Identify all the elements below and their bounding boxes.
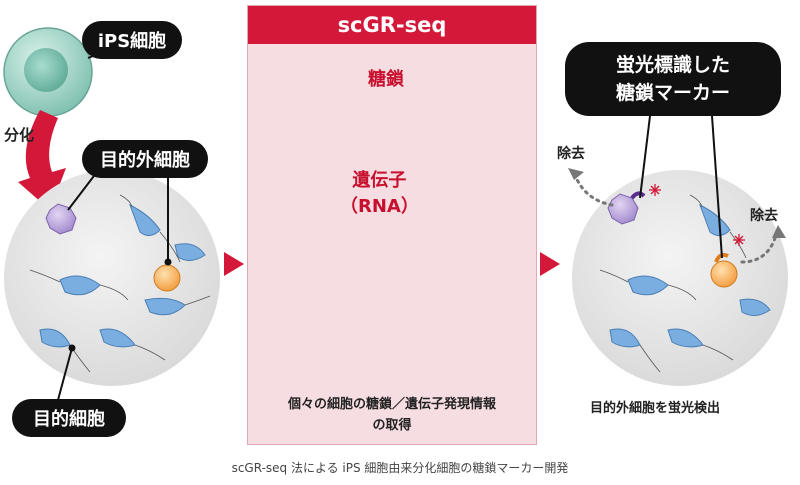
right-culture-dish bbox=[568, 168, 788, 386]
remove-label-right: 除去 bbox=[750, 208, 778, 224]
differentiation-label: 分化 bbox=[4, 126, 35, 144]
arrow-to-panel bbox=[224, 252, 244, 276]
left-culture-dish bbox=[4, 170, 220, 386]
panel-caption-line-1: 個々の細胞の糖鎖／遺伝子発現情報 bbox=[287, 397, 496, 412]
target-cell-label: 目的外細胞 bbox=[82, 140, 208, 178]
ips-label: iPS細胞 bbox=[82, 21, 182, 59]
gene-label-line-1: 遺伝子 bbox=[352, 170, 407, 191]
remove-label-left: 除去 bbox=[557, 146, 585, 162]
glycan-label: 糖鎖 bbox=[368, 69, 404, 90]
arrow-to-right bbox=[540, 252, 560, 276]
scgr-seq-panel: scGR-seq 個々の細胞の糖鎖／遺伝子発現情報 の取得 bbox=[247, 5, 537, 445]
marker-label-line-1: 蛍光標識した bbox=[615, 54, 730, 76]
panel-caption: 個々の細胞の糖鎖／遺伝子発現情報 の取得 bbox=[248, 394, 536, 436]
gene-label-line-2: （RNA） bbox=[340, 196, 419, 217]
panel-title: scGR-seq bbox=[248, 6, 536, 44]
left-callout-lines bbox=[57, 167, 172, 401]
figure-caption: scGR-seq 法による iPS 細胞由来分化細胞の糖鎖マーカー開発 bbox=[231, 461, 569, 475]
marker-label: 蛍光標識した 糖鎖マーカー bbox=[565, 42, 781, 116]
marker-label-line-2: 糖鎖マーカー bbox=[615, 82, 730, 104]
panel-caption-line-2: の取得 bbox=[372, 418, 412, 433]
gene-label: 遺伝子 （RNA） bbox=[340, 168, 419, 220]
right-caption: 目的外細胞を蛍光検出 bbox=[590, 401, 721, 416]
desired-cell-label: 目的細胞 bbox=[12, 399, 126, 437]
differentiation-arrow bbox=[18, 110, 66, 210]
marker-callout-lines bbox=[639, 115, 723, 259]
